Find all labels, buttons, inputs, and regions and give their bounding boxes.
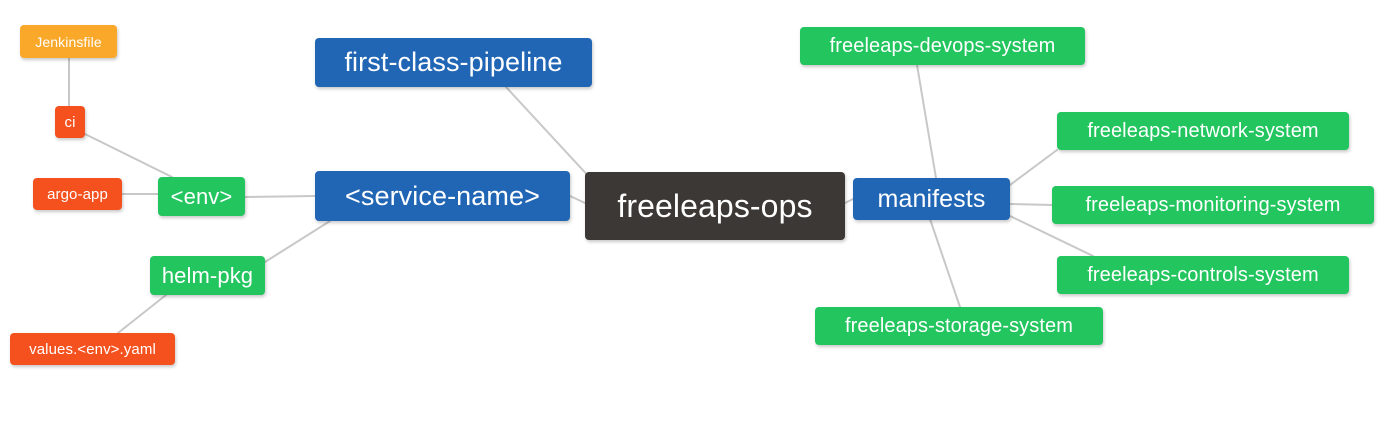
edge-freeleaps-ops-to-manifests: [844, 198, 854, 204]
edge-freeleaps-ops-to-first-class-pipeline: [505, 86, 593, 181]
node-jenkinsfile[interactable]: Jenkinsfile: [20, 25, 117, 58]
edge-service-name-to-env: [244, 195, 316, 198]
node-env[interactable]: <env>: [158, 177, 245, 216]
edge-manifests-to-freeleaps-network-system: [1009, 149, 1058, 186]
node-helm-pkg[interactable]: helm-pkg: [150, 256, 265, 295]
node-argo-app[interactable]: argo-app: [33, 178, 122, 210]
node-ci[interactable]: ci: [55, 106, 85, 138]
node-freeleaps-devops-system[interactable]: freeleaps-devops-system: [800, 27, 1085, 65]
node-manifests[interactable]: manifests: [853, 178, 1010, 220]
edge-env-to-ci: [84, 133, 173, 178]
node-freeleaps-controls-system[interactable]: freeleaps-controls-system: [1057, 256, 1349, 294]
node-first-class-pipeline[interactable]: first-class-pipeline: [315, 38, 592, 87]
edge-manifests-to-freeleaps-devops-system: [916, 64, 937, 179]
node-values-env-yaml[interactable]: values.<env>.yaml: [10, 333, 175, 365]
edge-service-name-to-helm-pkg: [264, 220, 331, 263]
node-freeleaps-storage-system[interactable]: freeleaps-storage-system: [815, 307, 1103, 345]
node-service-name[interactable]: <service-name>: [315, 171, 570, 221]
edge-helm-pkg-to-values-env-yaml: [117, 294, 167, 334]
edge-manifests-to-freeleaps-monitoring-system: [1009, 203, 1053, 206]
edge-freeleaps-ops-to-service-name: [569, 195, 586, 204]
edge-manifests-to-freeleaps-storage-system: [929, 218, 961, 308]
node-freeleaps-network-system[interactable]: freeleaps-network-system: [1057, 112, 1349, 150]
node-freeleaps-ops[interactable]: freeleaps-ops: [585, 172, 845, 240]
node-freeleaps-monitoring-system[interactable]: freeleaps-monitoring-system: [1052, 186, 1374, 224]
